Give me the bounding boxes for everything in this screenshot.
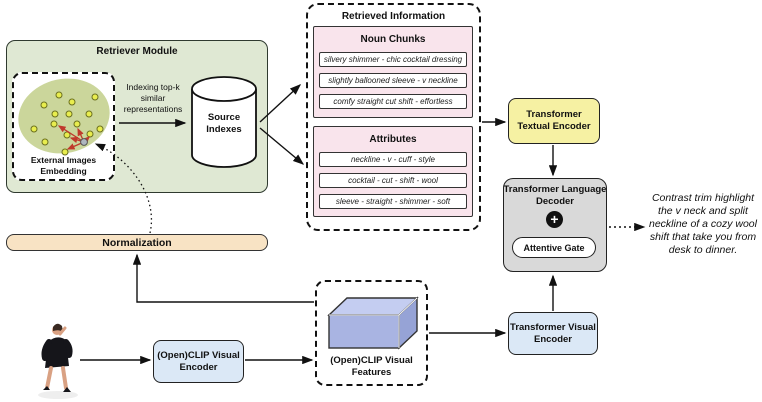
attributes-box: Attributes neckline - v - cuff - style c…: [313, 126, 473, 217]
openclip-visual-features-box: [315, 280, 428, 386]
transformer-textual-encoder-box: Transformer Textual Encoder: [508, 98, 600, 144]
attribute-row: neckline - v - cuff - style: [319, 152, 467, 167]
noun-chunk-row: silvery shimmer - chic cocktail dressing: [319, 52, 467, 67]
noun-chunks-box: Noun Chunks silvery shimmer - chic cockt…: [313, 26, 473, 118]
noun-chunk-row: slightly ballooned sleeve - v neckline: [319, 73, 467, 88]
embedding-label: External Images Embedding: [30, 155, 97, 176]
retrieved-information-title: Retrieved Information: [341, 11, 446, 22]
language-decoder-title: Transformer Language Decoder: [503, 184, 607, 207]
indexing-label: Indexing top-k similar representations: [123, 82, 183, 114]
transformer-visual-encoder-box: Transformer Visual Encoder: [508, 312, 598, 355]
clip-features-label: (Open)CLIP Visual Features: [330, 355, 413, 378]
generated-caption-text: Contrast trim highlight the v neck and s…: [649, 192, 757, 256]
person-image: [33, 322, 83, 400]
database-icon: [190, 76, 258, 169]
normalization-bar: Normalization: [6, 234, 268, 251]
attribute-row: cocktail - cut - shift - wool: [319, 173, 467, 188]
embedding-scatter-icon: [18, 78, 110, 156]
noun-chunk-row: comfy straight cut shift - effortless: [319, 94, 467, 109]
plus-icon: +: [546, 211, 563, 228]
retriever-module-title: Retriever Module: [96, 46, 178, 57]
noun-chunks-title: Noun Chunks: [360, 34, 426, 45]
attributes-title: Attributes: [369, 134, 417, 145]
feature-cube-icon: [327, 296, 419, 350]
external-images-embedding-box: [12, 72, 115, 181]
source-indexes-label: Source Indexes: [206, 112, 242, 135]
openclip-visual-encoder-box: (Open)CLIP Visual Encoder: [153, 340, 244, 383]
attentive-gate-pill: Attentive Gate: [512, 237, 596, 258]
query-point: [80, 138, 88, 146]
attribute-row: sleeve - straight - shimmer - soft: [319, 194, 467, 209]
